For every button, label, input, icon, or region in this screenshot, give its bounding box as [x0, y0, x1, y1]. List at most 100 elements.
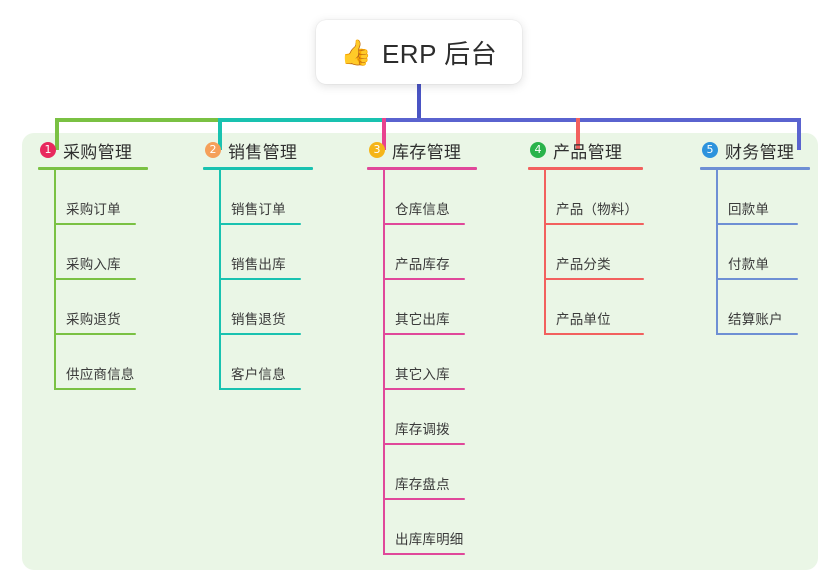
- diagram-panel-background: [22, 133, 818, 570]
- leaf-node-underline: [219, 223, 301, 225]
- leaf-node-underline: [383, 443, 465, 445]
- leaf-node-underline: [716, 278, 798, 280]
- leaf-node[interactable]: 仓库信息: [367, 170, 477, 225]
- branch-header-2[interactable]: 2 销售管理: [203, 133, 313, 167]
- branch-title: 销售管理: [228, 142, 298, 162]
- leaf-node[interactable]: 产品单位: [528, 280, 644, 335]
- leaf-node[interactable]: 采购退货: [38, 280, 148, 335]
- leaf-node-underline: [54, 333, 136, 335]
- leaf-node[interactable]: 其它出库: [367, 280, 477, 335]
- branch-vertical-rail: [716, 170, 718, 335]
- leaf-node[interactable]: 付款单: [700, 225, 810, 280]
- leaf-node[interactable]: 供应商信息: [38, 335, 148, 390]
- leaf-node-label: 销售出库: [231, 257, 286, 272]
- leaf-node[interactable]: 采购入库: [38, 225, 148, 280]
- branch-vertical-rail: [219, 170, 221, 390]
- leaf-node-label: 库存盘点: [395, 477, 450, 492]
- leaf-node-label: 销售订单: [231, 202, 286, 217]
- branch-columns: 1 采购管理采购订单采购入库采购退货供应商信息 2 销售管理销售订单销售出库销售退货客…: [0, 133, 839, 570]
- branch-header-4[interactable]: 4 产品管理: [528, 133, 643, 167]
- leaf-node[interactable]: 出库库明细: [367, 500, 477, 555]
- leaf-node-label: 采购入库: [66, 257, 121, 272]
- leaf-node-label: 回款单: [728, 202, 770, 217]
- leaf-node-underline: [219, 278, 301, 280]
- leaf-node-underline: [54, 223, 136, 225]
- branch-leaf-list: 产品（物料） 产品分类产品单位: [528, 170, 644, 335]
- leaf-node-label: 客户信息: [231, 367, 286, 382]
- leaf-node-label: 产品单位: [556, 312, 611, 327]
- branch-header-5[interactable]: 5 财务管理: [700, 133, 810, 167]
- branch-title: 库存管理: [392, 142, 462, 162]
- branch-number-badge: 2: [205, 142, 221, 158]
- branch-title: 产品管理: [553, 142, 623, 162]
- branch-title-underline: [38, 167, 148, 170]
- branch-column-4: 4 产品管理产品（物料） 产品分类产品单位: [528, 133, 644, 335]
- leaf-node-label: 采购退货: [66, 312, 121, 327]
- leaf-node[interactable]: 客户信息: [203, 335, 313, 390]
- leaf-node-underline: [383, 278, 465, 280]
- root-node-card[interactable]: 👍 ERP 后台: [316, 20, 522, 84]
- leaf-node-underline: [54, 388, 136, 390]
- leaf-node-underline: [383, 553, 465, 555]
- leaf-node[interactable]: 产品库存: [367, 225, 477, 280]
- leaf-node[interactable]: 库存调拨: [367, 390, 477, 445]
- branch-header-3[interactable]: 3 库存管理: [367, 133, 477, 167]
- branch-column-5: 5 财务管理回款单付款单结算账户: [700, 133, 810, 335]
- branch-number-badge: 1: [40, 142, 56, 158]
- branch-leaf-list: 仓库信息产品库存其它出库其它入库库存调拨库存盘点出库库明细: [367, 170, 477, 555]
- leaf-node[interactable]: 销售退货: [203, 280, 313, 335]
- leaf-node-label: 仓库信息: [395, 202, 450, 217]
- branch-column-2: 2 销售管理销售订单销售出库销售退货客户信息: [203, 133, 313, 390]
- branch-header-1[interactable]: 1 采购管理: [38, 133, 148, 167]
- leaf-node-underline: [219, 388, 301, 390]
- branch-column-3: 3 库存管理仓库信息产品库存其它出库其它入库库存调拨库存盘点出库库明细: [367, 133, 477, 555]
- leaf-node-label: 结算账户: [728, 312, 783, 327]
- leaf-node[interactable]: 采购订单: [38, 170, 148, 225]
- leaf-node-label: 付款单: [728, 257, 770, 272]
- leaf-node-label: 产品分类: [556, 257, 611, 272]
- branch-title-underline: [528, 167, 643, 170]
- leaf-node-label: 库存调拨: [395, 422, 450, 437]
- branch-title-underline: [700, 167, 810, 170]
- branch-number-badge: 3: [369, 142, 385, 158]
- leaf-node-underline: [219, 333, 301, 335]
- leaf-node-label: 采购订单: [66, 202, 121, 217]
- leaf-node-label: 出库库明细: [395, 532, 464, 547]
- branch-column-1: 1 采购管理采购订单采购入库采购退货供应商信息: [38, 133, 148, 390]
- leaf-node-label: 其它出库: [395, 312, 450, 327]
- branch-leaf-list: 采购订单采购入库采购退货供应商信息: [38, 170, 148, 390]
- branch-leaf-list: 回款单付款单结算账户: [700, 170, 810, 335]
- leaf-node-label: 其它入库: [395, 367, 450, 382]
- root-node-title: ERP 后台: [381, 38, 498, 69]
- leaf-node[interactable]: 结算账户: [700, 280, 810, 335]
- branch-title: 采购管理: [63, 142, 133, 162]
- leaf-node-underline: [383, 498, 465, 500]
- thumbs-up-emoji: 👍: [340, 37, 372, 67]
- leaf-node-underline: [544, 278, 644, 280]
- leaf-node[interactable]: 其它入库: [367, 335, 477, 390]
- leaf-node[interactable]: 销售订单: [203, 170, 313, 225]
- leaf-node-underline: [544, 223, 644, 225]
- leaf-node-label: 产品（物料）: [556, 202, 639, 217]
- leaf-node[interactable]: 库存盘点: [367, 445, 477, 500]
- branch-number-badge: 4: [530, 142, 546, 158]
- leaf-node[interactable]: 产品分类: [528, 225, 644, 280]
- leaf-node-underline: [383, 333, 465, 335]
- leaf-node-label: 产品库存: [395, 257, 450, 272]
- leaf-node[interactable]: 产品（物料）: [528, 170, 644, 225]
- leaf-node-underline: [383, 388, 465, 390]
- leaf-node[interactable]: 销售出库: [203, 225, 313, 280]
- branch-number-badge: 5: [702, 142, 718, 158]
- leaf-node-underline: [716, 333, 798, 335]
- branch-leaf-list: 销售订单销售出库销售退货客户信息: [203, 170, 313, 390]
- leaf-node-underline: [54, 278, 136, 280]
- leaf-node[interactable]: 回款单: [700, 170, 810, 225]
- branch-title-underline: [367, 167, 477, 170]
- leaf-node-label: 销售退货: [231, 312, 286, 327]
- branch-vertical-rail: [54, 170, 56, 390]
- branch-vertical-rail: [383, 170, 385, 555]
- leaf-node-underline: [383, 223, 465, 225]
- leaf-node-underline: [544, 333, 644, 335]
- branch-vertical-rail: [544, 170, 546, 335]
- branch-title: 财务管理: [725, 142, 795, 162]
